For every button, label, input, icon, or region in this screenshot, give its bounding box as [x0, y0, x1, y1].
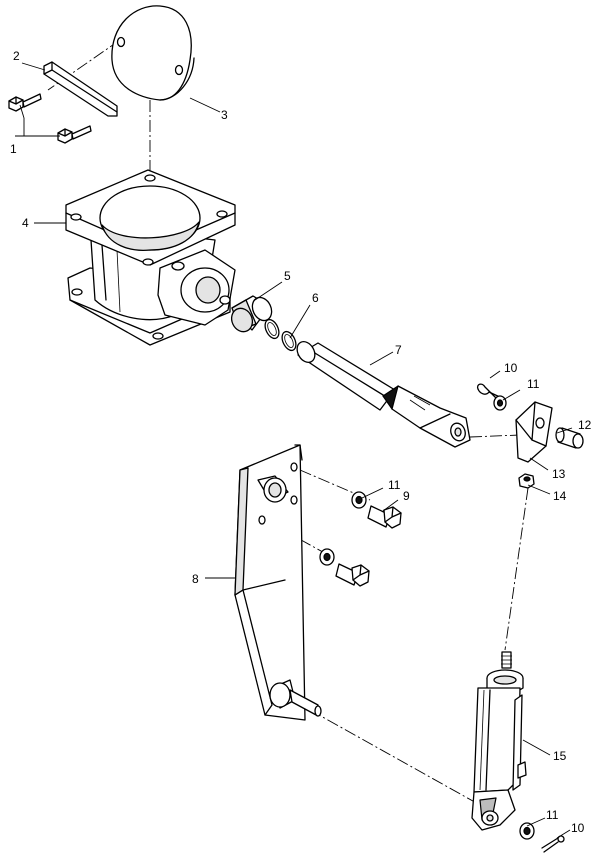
- callout-1-bracket: 2: [13, 49, 20, 63]
- bolt-upper: [8, 93, 42, 112]
- callout-7-shaft: 7: [395, 343, 402, 357]
- callout-6-rings: 6: [312, 291, 319, 305]
- callout-12-pin: 12: [578, 418, 592, 432]
- bracket-strip: [43, 61, 118, 117]
- cotter-pin-lower: [541, 835, 565, 853]
- callout-11-middle: 11: [388, 478, 401, 492]
- callout-11-upper: 11: [527, 377, 540, 391]
- callout-5-bushing: 5: [284, 269, 291, 283]
- washer-lower: [519, 822, 535, 840]
- washer-lower-arm: [319, 548, 335, 566]
- callout-9-bolt: 9: [403, 489, 410, 503]
- washer-upper: [493, 395, 507, 411]
- pedal-arm: [234, 444, 322, 721]
- bolt-lower-arm: [335, 563, 370, 587]
- cotter-pin-upper: [476, 383, 503, 403]
- bushing: [230, 295, 273, 333]
- callout-4-housing: 4: [22, 216, 29, 230]
- cover-plate: [111, 5, 195, 101]
- bolt-lower: [57, 125, 92, 144]
- clevis-yoke: [515, 401, 553, 463]
- hex-nut: [518, 473, 535, 489]
- pedal-shaft: [296, 341, 471, 448]
- pedal-housing: [65, 169, 236, 346]
- callout-labels: 2 1 3 4 5 6 7 10 11 12 13 14 11 9 8 15 1…: [10, 49, 592, 835]
- bolt-middle: [367, 505, 402, 529]
- hydraulic-cylinder: [471, 651, 527, 831]
- callout-10-upper: 10: [504, 361, 518, 375]
- callout-8-arm: 8: [192, 572, 199, 586]
- callout-15-cylinder: 15: [553, 749, 567, 763]
- callout-14-nut: 14: [553, 489, 567, 503]
- callout-3-cover: 3: [221, 108, 228, 122]
- callout-11-lower: 11: [546, 808, 559, 822]
- retaining-rings: [264, 318, 297, 352]
- washer-middle: [351, 491, 367, 509]
- clevis-pin: [555, 427, 584, 449]
- callout-13-yoke: 13: [552, 467, 566, 481]
- callout-10-lower: 10: [571, 821, 585, 835]
- leader-lines: [15, 62, 573, 839]
- callout-1-bolts: 1: [10, 142, 17, 156]
